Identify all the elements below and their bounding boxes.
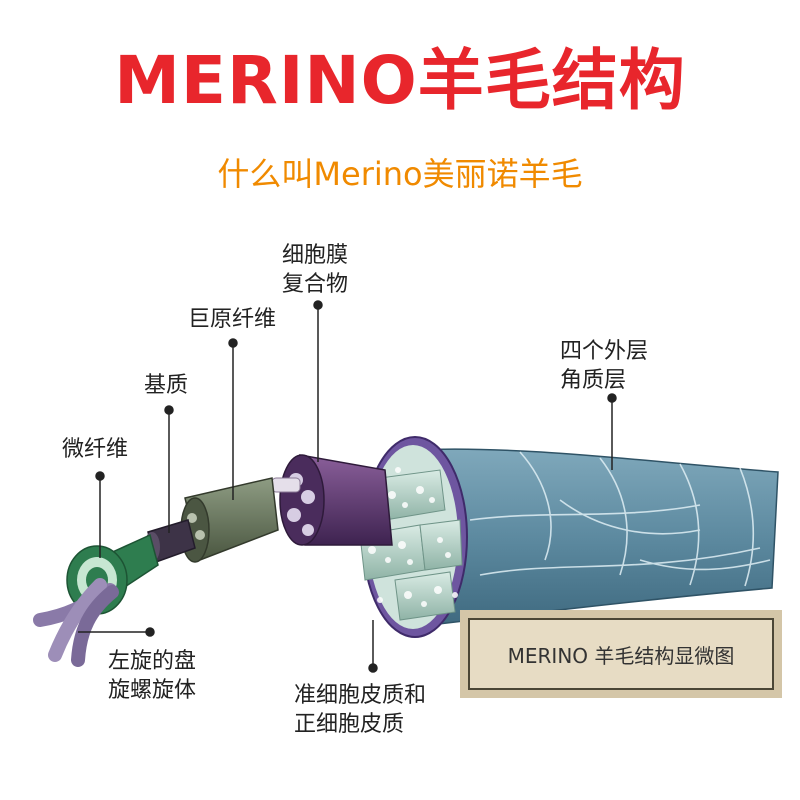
caption-text: MERINO 羊毛结构显微图 [468, 618, 774, 690]
label-matrix: 基质 [144, 372, 188, 401]
label-cuticle: 四个外层 角质层 [560, 338, 648, 395]
caption-box: MERINO 羊毛结构显微图 [460, 610, 782, 698]
label-membrane-complex: 细胞膜 复合物 [282, 242, 348, 299]
label-cortex: 准细胞皮质和 正细胞皮质 [294, 682, 426, 739]
label-microfibril: 微纤维 [62, 436, 128, 465]
membrane-complex [272, 455, 392, 545]
label-coiled-coil: 左旋的盘 旋螺旋体 [108, 648, 196, 705]
label-macrofibril: 巨原纤维 [188, 306, 276, 335]
macrofibril [181, 478, 278, 562]
